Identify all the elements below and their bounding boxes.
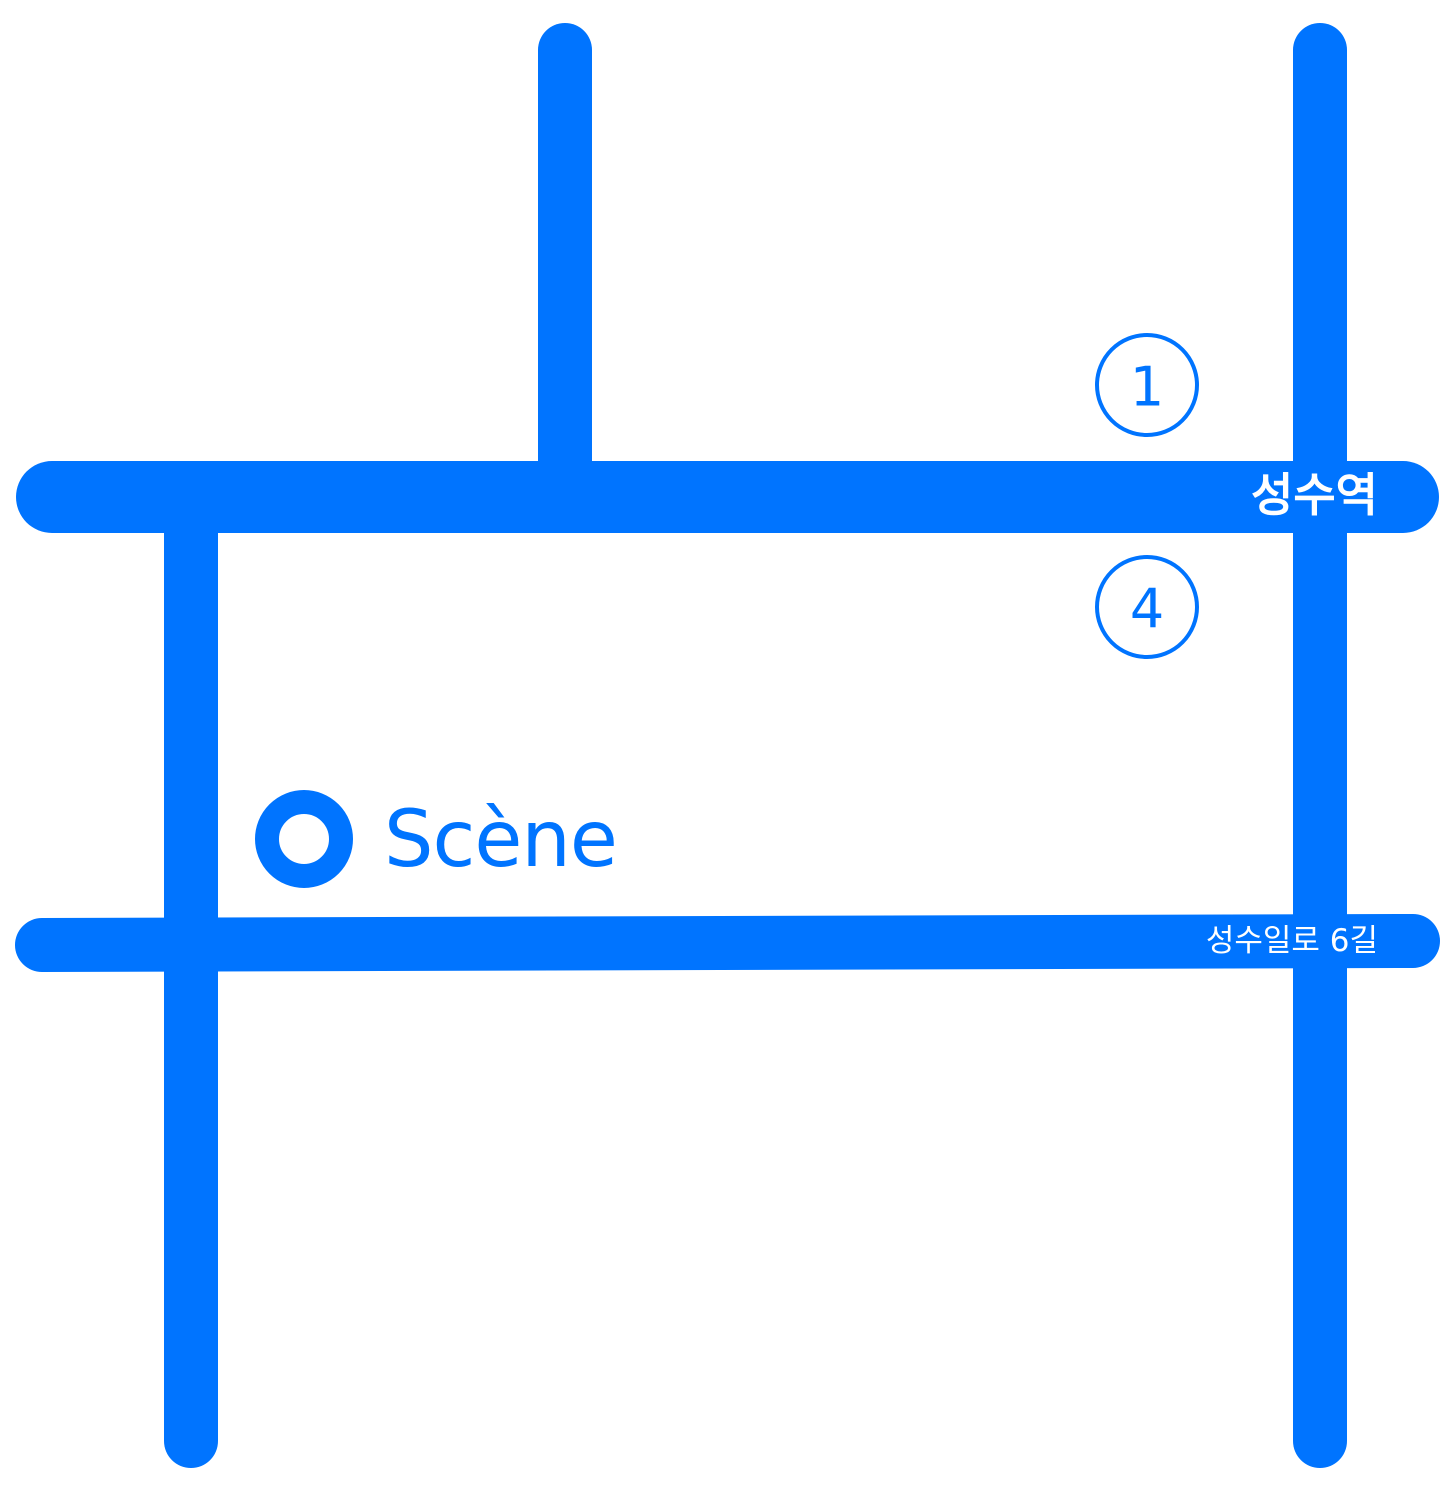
station-label: 성수역: [1251, 468, 1378, 522]
exit-number: 4: [1130, 578, 1164, 641]
destination-name: Scène: [384, 795, 617, 885]
vertical-roads: [164, 23, 1347, 1468]
station-exit-1: 1: [1095, 333, 1199, 437]
street-label: 성수일로 6길: [1206, 923, 1378, 959]
exit-circle-icon: [1095, 333, 1199, 437]
road-street-lower: [15, 914, 1440, 972]
exit-circle-icon: [1095, 555, 1199, 659]
location-ring-icon: [255, 790, 353, 888]
exit-number: 1: [1130, 356, 1164, 419]
station-exit-4: 4: [1095, 555, 1199, 659]
horizontal-roads: [15, 461, 1440, 972]
destination-marker: Scène: [255, 790, 618, 888]
